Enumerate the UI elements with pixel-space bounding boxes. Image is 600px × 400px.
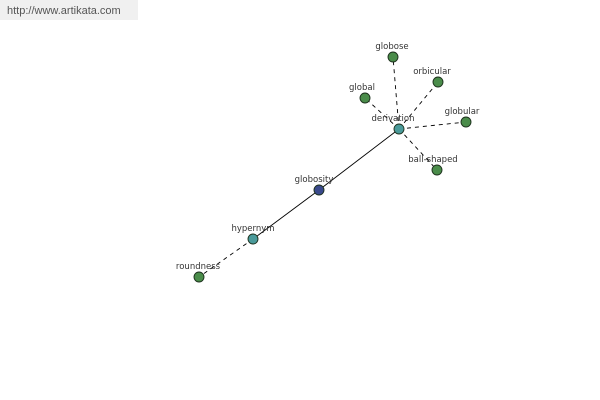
site-url-banner[interactable]: http://www.artikata.com bbox=[0, 0, 138, 20]
node-globose[interactable] bbox=[387, 51, 399, 63]
node-layer bbox=[193, 51, 472, 283]
edge-globosity-derivation bbox=[318, 128, 400, 191]
node-label-roundness[interactable]: roundness bbox=[176, 262, 221, 272]
edge-layer bbox=[198, 56, 467, 278]
node-roundness[interactable] bbox=[193, 271, 205, 283]
edge-derivation-ball-shaped bbox=[398, 128, 438, 171]
node-label-globular[interactable]: globular bbox=[445, 107, 480, 117]
edge-globosity-hypernym bbox=[252, 189, 320, 240]
node-label-hypernym[interactable]: hypernym bbox=[231, 224, 274, 234]
node-globosity[interactable] bbox=[313, 184, 325, 196]
edge-derivation-globular bbox=[398, 121, 467, 130]
node-global[interactable] bbox=[359, 92, 371, 104]
node-hypernym[interactable] bbox=[247, 233, 259, 245]
node-globular[interactable] bbox=[460, 116, 472, 128]
node-label-derivation[interactable]: derivation bbox=[371, 114, 414, 124]
node-label-orbicular[interactable]: orbicular bbox=[413, 67, 451, 77]
edge-hypernym-roundness bbox=[198, 238, 254, 278]
edge-derivation-orbicular bbox=[398, 81, 439, 130]
label-layer: globosity derivation hypernym globose orbicu… bbox=[176, 42, 480, 272]
node-label-globose[interactable]: globose bbox=[375, 42, 408, 52]
node-label-ball-shaped[interactable]: ball-shaped bbox=[408, 155, 457, 165]
node-ball-shaped[interactable] bbox=[431, 164, 443, 176]
node-orbicular[interactable] bbox=[432, 76, 444, 88]
node-label-globosity[interactable]: globosity bbox=[295, 175, 334, 185]
node-label-global[interactable]: global bbox=[349, 83, 375, 93]
node-derivation[interactable] bbox=[393, 123, 405, 135]
